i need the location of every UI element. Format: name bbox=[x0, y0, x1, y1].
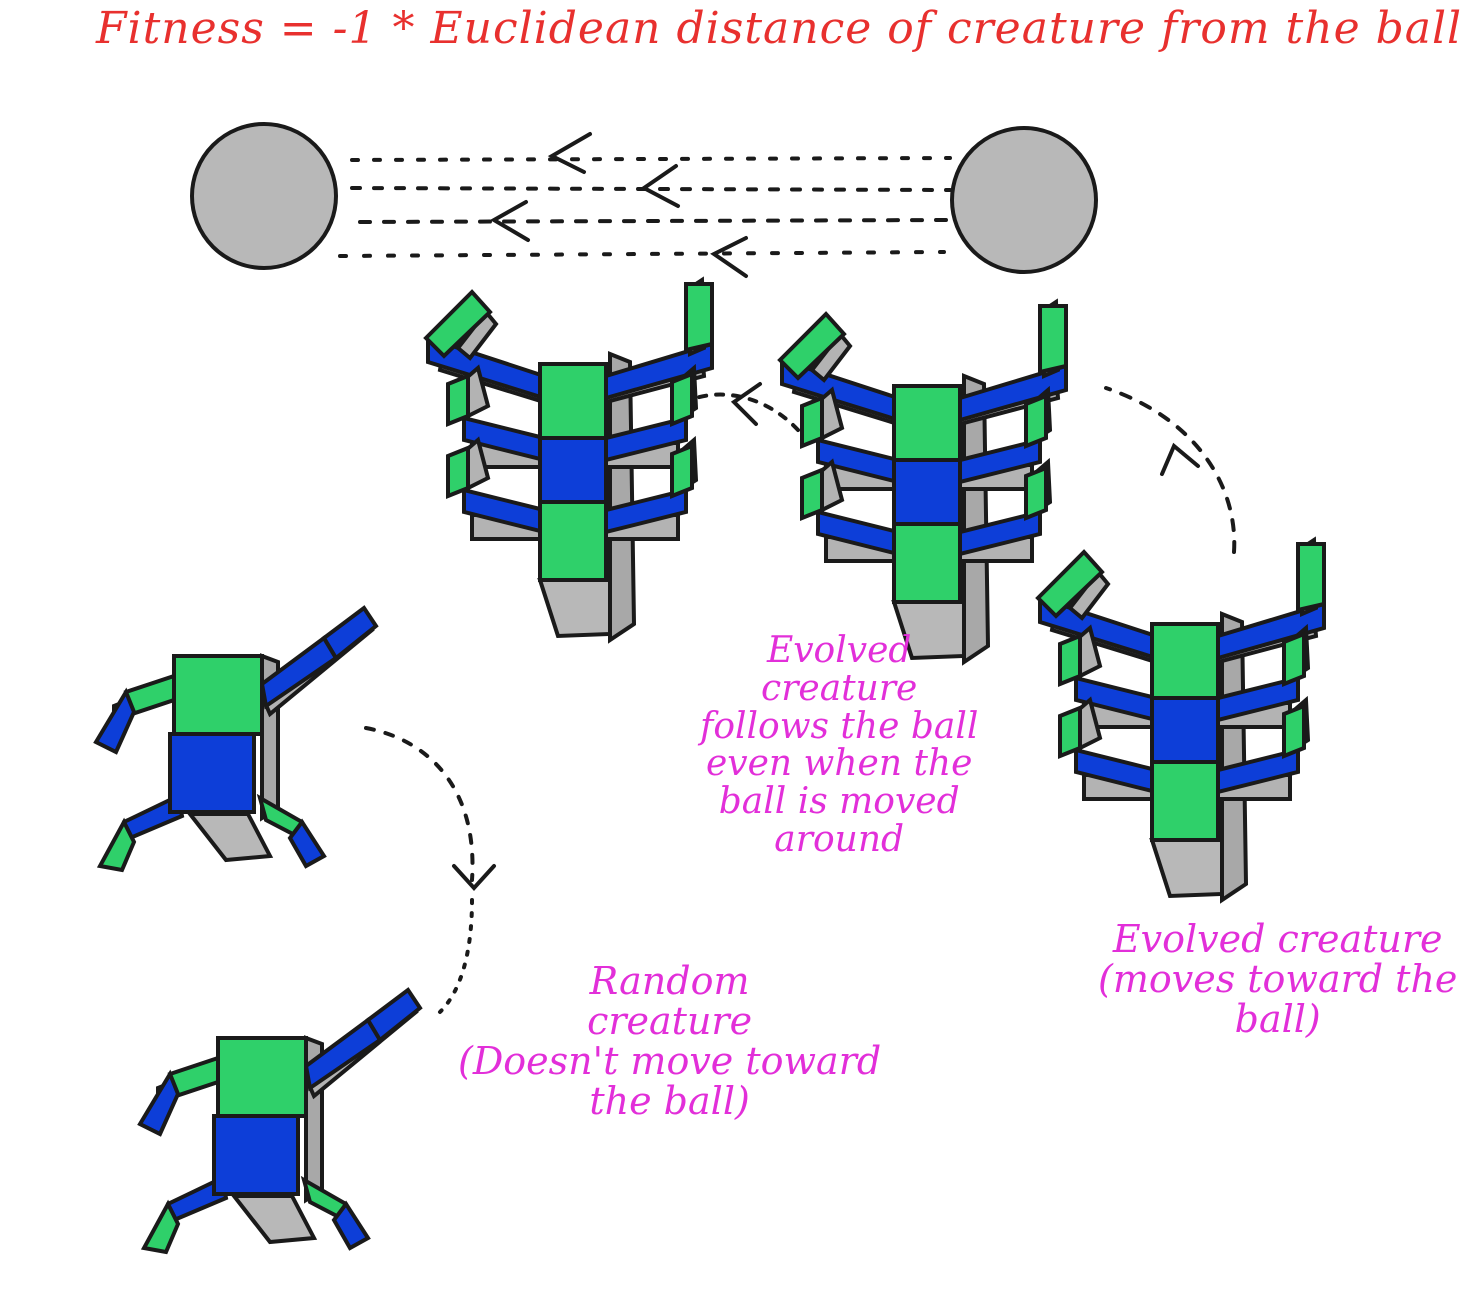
random-creature-label-line: (Doesn't move toward bbox=[458, 1038, 882, 1083]
evolved-follow-label-line: Evolved bbox=[766, 630, 912, 671]
evolved-creature-left bbox=[426, 280, 712, 640]
evolved-follow-label-line: creature bbox=[761, 667, 918, 709]
evolved-toward-label-line: ball) bbox=[1234, 996, 1321, 1041]
evolved-toward-label: Evolved creature (moves toward the ball) bbox=[1098, 917, 1458, 1041]
evolved-toward-arrow bbox=[1104, 386, 1237, 554]
random-creature-label-line: Random bbox=[589, 959, 750, 1003]
evolved-follow-arrow bbox=[694, 382, 800, 432]
evolved-follow-label-line: even when the bbox=[705, 743, 973, 785]
random-creature-top bbox=[94, 606, 378, 872]
evolved-creature-middle bbox=[780, 302, 1066, 662]
fitness-title: Fitness = -1 * Euclidean distance of cre… bbox=[96, 3, 1463, 54]
ball-start bbox=[190, 122, 338, 270]
ball-motion-lines bbox=[338, 156, 952, 258]
ball-motion-arrowheads bbox=[489, 132, 748, 278]
random-creature-label-line: the ball) bbox=[589, 1078, 750, 1123]
evolved-follow-label-line: follows the ball bbox=[700, 705, 979, 747]
random-creature-label-line: creature bbox=[587, 998, 753, 1043]
evolved-follow-label-line: ball is moved bbox=[718, 781, 960, 823]
ball-end bbox=[950, 126, 1098, 274]
evolved-follow-label: Evolved creature follows the ball even w… bbox=[700, 632, 978, 859]
random-creature-label: Random creature (Doesn't move toward the… bbox=[458, 959, 882, 1123]
evolved-toward-label-line: Evolved creature bbox=[1112, 917, 1443, 961]
evolved-toward-label-line: (moves toward the bbox=[1098, 956, 1458, 1001]
random-creature-bottom bbox=[138, 988, 422, 1254]
random-motion-arrow bbox=[364, 726, 496, 1014]
evolved-follow-label-line: around bbox=[774, 818, 905, 860]
evolved-creature-right bbox=[1038, 540, 1324, 900]
